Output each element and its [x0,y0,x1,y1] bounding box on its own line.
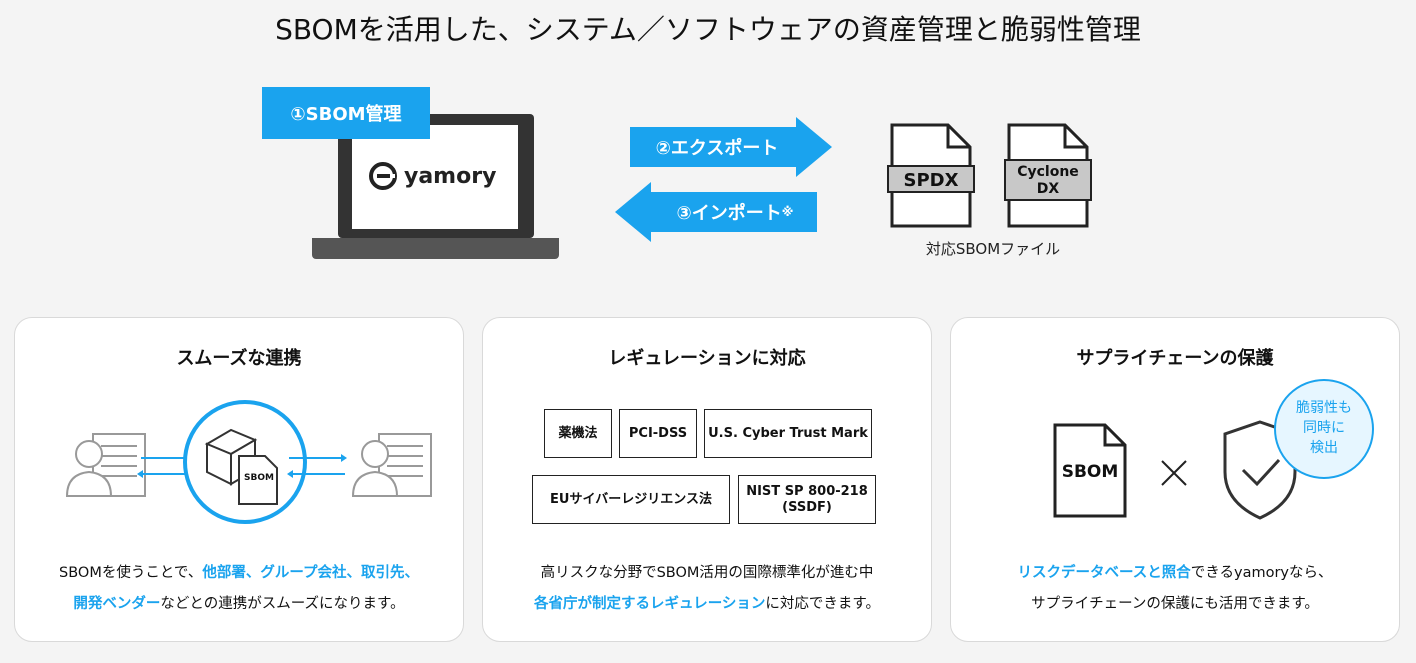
page-title: SBOMを活用した、システム／ソフトウェアの資産管理と脆弱性管理 [275,13,1141,46]
sbom-package-icon [183,400,307,524]
card-description: SBOMを使うことで、他部署、グループ会社、取引先、 開発ベンダーなどとの連携が… [15,558,463,620]
card-description: リスクデータベースと照合できるyamoryなら、 サプライチェーンの保護にも活用… [951,558,1399,620]
yamory-logo: yamory [368,158,508,194]
regulation-tag: 薬機法 [544,409,612,458]
cyclonedx-label-line2: DX [1036,181,1060,197]
sbom-doc-label: SBOM [1061,462,1119,482]
import-note-mark: ※ [781,205,794,219]
card-description: 高リスクな分野でSBOM活用の国際標準化が進む中 各省庁が制定するレギュレーショ… [483,558,931,620]
card-supply-chain: サプライチェーンの保護 SBOM 脆弱性も 同時に 検出 リスクデータベースと照… [950,317,1400,642]
detection-bubble-text: 脆弱性も 同時に 検出 [1296,400,1352,456]
export-label: ②エクスポート [655,138,779,159]
yamory-logo-icon [369,162,397,190]
exchange-arrows-right-icon [287,454,347,478]
multiply-icon [1161,460,1187,486]
sbom-doc-label: SBOM [244,473,274,483]
regulation-tag: EUサイバーレジリエンス法 [532,475,730,524]
card-text-line: 開発ベンダーなどとの連携がスムーズになります。 [73,596,405,612]
laptop-base [312,238,559,259]
card-smooth-integration: スムーズな連携 SBOM SBOMを [14,317,464,642]
export-arrow [630,117,832,177]
import-label-wrap: ③インポート※ [655,192,815,232]
cyclonedx-file-icon [1004,123,1092,228]
card-title: レギュレーションに対応 [608,348,806,369]
card-text-line: リスクデータベースと照合できるyamoryなら、 [1017,565,1333,581]
spdx-file-icon [887,123,975,228]
logo-text: yamory [404,163,497,189]
detection-bubble [1274,379,1374,479]
card-title: サプライチェーンの保護 [1076,348,1274,369]
person-with-document-icon [351,433,432,497]
person-with-document-icon [65,433,146,497]
card-regulations: レギュレーションに対応 薬機法 PCI-DSS U.S. Cyber Trust… [482,317,932,642]
card-text-line: 各省庁が制定するレギュレーションに対応できます。 [534,596,880,612]
regulation-tag: PCI-DSS [619,409,697,458]
import-label: ③インポート [676,203,782,224]
spdx-label: SPDX [903,169,959,191]
import-arrow [615,182,817,242]
sbom-management-badge: ①SBOM管理 [262,87,430,139]
sbom-document-icon [1053,423,1127,518]
cyclonedx-label: Cyclone DX [1005,161,1091,201]
card-text-line: 高リスクな分野でSBOM活用の国際標準化が進む中 [540,565,874,581]
regulation-tag: NIST SP 800-218 (SSDF) [738,475,876,524]
cyclonedx-label-line1: Cyclone [1017,164,1079,180]
sbom-files-caption: 対応SBOMファイル [925,240,1061,258]
card-title: スムーズな連携 [176,348,302,369]
card-text-line: SBOMを使うことで、他部署、グループ会社、取引先、 [59,565,419,581]
card-text-line: サプライチェーンの保護にも活用できます。 [1031,596,1319,612]
regulation-tag: U.S. Cyber Trust Mark [704,409,872,458]
